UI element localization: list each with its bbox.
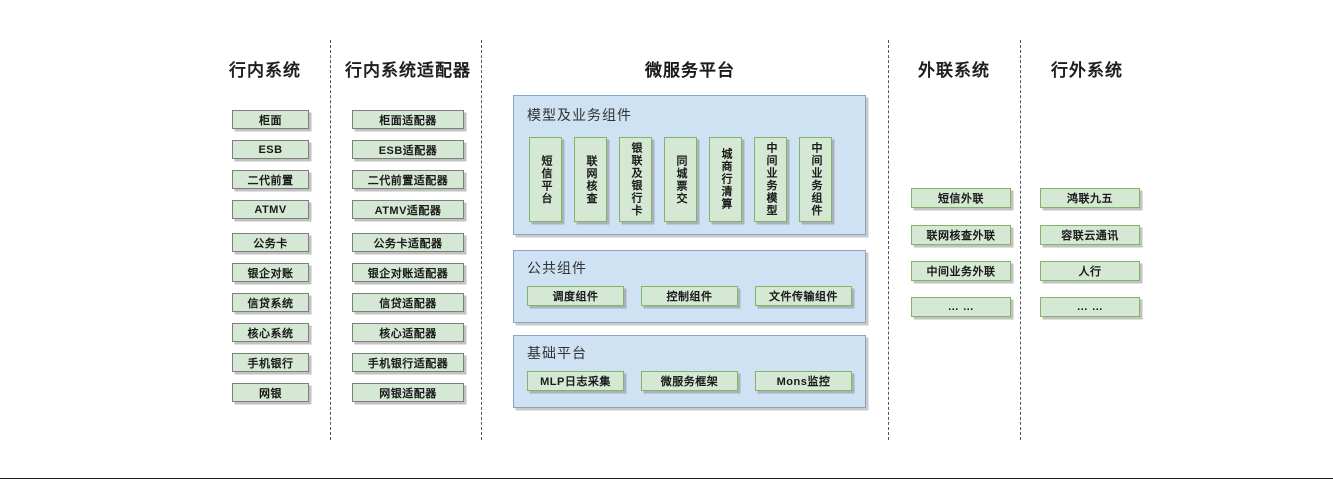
node-external-3[interactable]: … …	[911, 297, 1011, 317]
node-outside-2[interactable]: 人行	[1040, 261, 1140, 281]
node-inbank-4[interactable]: 公务卡	[232, 233, 309, 252]
column-header-external-link: 外联系统	[918, 61, 990, 80]
node-external-1[interactable]: 联网核查外联	[911, 225, 1011, 245]
node-inbank-adapter-9[interactable]: 网银适配器	[352, 383, 464, 402]
node-inbank-adapter-1[interactable]: ESB适配器	[352, 140, 464, 159]
node-inbank-2[interactable]: 二代前置	[232, 170, 309, 189]
platform-title: 微服务平台	[645, 61, 735, 80]
node-inbank-9[interactable]: 网银	[232, 383, 309, 402]
divider-4	[1020, 40, 1021, 440]
panel-title-base-platform: 基础平台	[527, 345, 587, 361]
node-public-0[interactable]: 调度组件	[527, 286, 624, 306]
column-header-inbank-adapter: 行内系统适配器	[345, 61, 471, 80]
node-model-0[interactable]: 短信平台	[529, 137, 562, 222]
node-outside-1[interactable]: 容联云通讯	[1040, 225, 1140, 245]
node-inbank-adapter-2[interactable]: 二代前置适配器	[352, 170, 464, 189]
divider-1	[330, 40, 331, 440]
node-inbank-0[interactable]: 柜面	[232, 110, 309, 129]
column-header-outside-bank: 行外系统	[1051, 61, 1123, 80]
node-model-5[interactable]: 中间业务模型	[754, 137, 787, 222]
node-outside-0[interactable]: 鸿联九五	[1040, 188, 1140, 208]
node-inbank-8[interactable]: 手机银行	[232, 353, 309, 372]
node-base-2[interactable]: Mons监控	[755, 371, 852, 391]
node-model-1[interactable]: 联网核查	[574, 137, 607, 222]
node-base-0[interactable]: MLP日志采集	[527, 371, 624, 391]
column-header-inbank: 行内系统	[229, 61, 301, 80]
node-inbank-3[interactable]: ATMV	[232, 200, 309, 219]
node-inbank-5[interactable]: 银企对账	[232, 263, 309, 282]
node-inbank-7[interactable]: 核心系统	[232, 323, 309, 342]
node-inbank-adapter-5[interactable]: 银企对账适配器	[352, 263, 464, 282]
node-inbank-adapter-7[interactable]: 核心适配器	[352, 323, 464, 342]
panel-title-public-components: 公共组件	[527, 260, 587, 276]
bottom-rule	[0, 478, 1333, 479]
node-outside-3[interactable]: … …	[1040, 297, 1140, 317]
node-model-6[interactable]: 中间业务组件	[799, 137, 832, 222]
node-model-3[interactable]: 同城票交	[664, 137, 697, 222]
node-inbank-adapter-8[interactable]: 手机银行适配器	[352, 353, 464, 372]
node-inbank-adapter-4[interactable]: 公务卡适配器	[352, 233, 464, 252]
node-inbank-adapter-3[interactable]: ATMV适配器	[352, 200, 464, 219]
node-base-1[interactable]: 微服务框架	[641, 371, 738, 391]
divider-3	[888, 40, 889, 440]
node-model-2[interactable]: 银联及银行卡	[619, 137, 652, 222]
node-inbank-1[interactable]: ESB	[232, 140, 309, 159]
node-external-2[interactable]: 中间业务外联	[911, 261, 1011, 281]
node-public-2[interactable]: 文件传输组件	[755, 286, 852, 306]
node-inbank-adapter-0[interactable]: 柜面适配器	[352, 110, 464, 129]
node-model-4[interactable]: 城商行清算	[709, 137, 742, 222]
node-inbank-adapter-6[interactable]: 信贷适配器	[352, 293, 464, 312]
panel-title-model-business: 模型及业务组件	[527, 107, 632, 123]
node-public-1[interactable]: 控制组件	[641, 286, 738, 306]
divider-2	[481, 40, 482, 440]
node-inbank-6[interactable]: 信贷系统	[232, 293, 309, 312]
node-external-0[interactable]: 短信外联	[911, 188, 1011, 208]
